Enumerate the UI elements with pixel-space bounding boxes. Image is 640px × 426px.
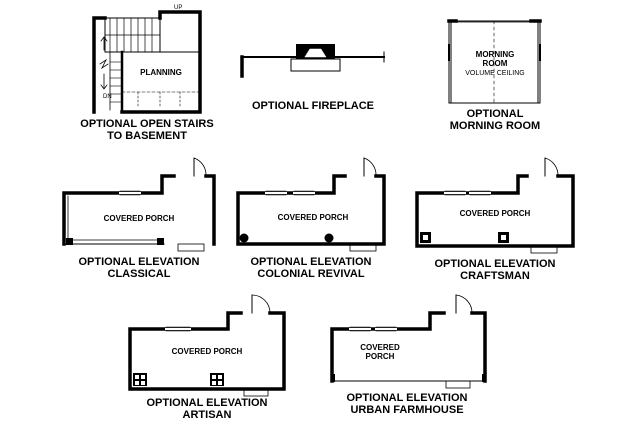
caption-colonial-line2: COLONIAL REVIVAL	[257, 268, 365, 280]
fireplace-plan	[240, 44, 385, 78]
farmhouse-porch-plan	[330, 294, 487, 389]
caption-artisan: OPTIONAL ELEVATION ARTISAN	[132, 397, 282, 421]
colonial-porch-plan	[236, 157, 386, 252]
caption-morning-room: OPTIONAL MORNING ROOM	[430, 108, 560, 132]
artisan-room-label: COVERED PORCH	[171, 347, 243, 356]
caption-stairs: OPTIONAL OPEN STAIRS TO BASEMENT	[62, 118, 232, 142]
caption-colonial-line1: OPTIONAL ELEVATION	[250, 256, 372, 268]
caption-artisan-line2: ARTISAN	[182, 409, 232, 421]
caption-farmhouse-line1: OPTIONAL ELEVATION	[346, 392, 468, 404]
craftsman-porch-plan	[415, 157, 575, 254]
caption-stairs-line1: OPTIONAL OPEN STAIRS	[80, 118, 214, 130]
caption-fireplace: OPTIONAL FIREPLACE	[238, 100, 388, 112]
morning-room-plan	[447, 19, 542, 104]
farmhouse-room-label-line2: PORCH	[365, 352, 395, 361]
stairs-up-mark: UP	[174, 5, 183, 11]
caption-stairs-line2: TO BASEMENT	[107, 130, 187, 142]
classical-porch-plan	[62, 157, 216, 252]
caption-fireplace-line1: OPTIONAL FIREPLACE	[251, 100, 375, 112]
caption-craftsman-line2: CRAFTSMAN	[460, 270, 530, 282]
caption-artisan-line1: OPTIONAL ELEVATION	[146, 397, 268, 409]
morning-room-label-line1: MORNING	[475, 50, 515, 59]
caption-farmhouse: OPTIONAL ELEVATION URBAN FARMHOUSE	[332, 392, 482, 416]
caption-colonial: OPTIONAL ELEVATION COLONIAL REVIVAL	[236, 256, 386, 280]
farmhouse-room-label: COVERED PORCH	[350, 343, 410, 361]
stairs-plan	[92, 10, 202, 114]
caption-morning-room-line1: OPTIONAL	[466, 108, 524, 120]
stairs-down-mark: DN	[103, 94, 112, 100]
colonial-room-label: COVERED PORCH	[277, 213, 349, 222]
caption-classical-line2: CLASSICAL	[107, 268, 171, 280]
caption-farmhouse-line2: URBAN FARMHOUSE	[350, 404, 464, 416]
caption-morning-room-line2: MORNING ROOM	[449, 120, 541, 132]
caption-classical: OPTIONAL ELEVATION CLASSICAL	[64, 256, 214, 280]
classical-room-label: COVERED PORCH	[103, 214, 175, 223]
caption-craftsman-line1: OPTIONAL ELEVATION	[434, 258, 556, 270]
morning-room-label-line2: ROOM	[482, 59, 508, 68]
caption-craftsman: OPTIONAL ELEVATION CRAFTSMAN	[420, 258, 570, 282]
craftsman-room-label: COVERED PORCH	[459, 209, 531, 218]
planning-room-label: PLANNING	[140, 68, 182, 77]
morning-room-label: MORNING ROOM	[452, 50, 538, 68]
farmhouse-room-label-line1: COVERED	[360, 343, 400, 352]
caption-classical-line1: OPTIONAL ELEVATION	[78, 256, 200, 268]
artisan-porch-plan	[128, 294, 286, 397]
volume-ceiling-note: VOLUME CEILING	[465, 70, 525, 77]
